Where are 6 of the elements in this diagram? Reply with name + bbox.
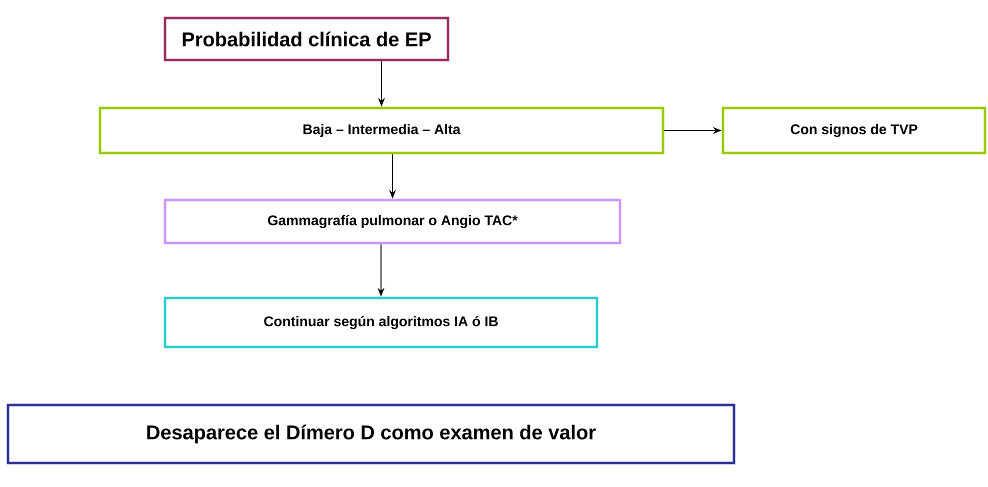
process-box: Desaparece el Dímero D como examen de valor (6, 404, 736, 464)
process-box: Probabilidad clínica de EP (164, 16, 450, 62)
process-box: Continuar según algoritmos IA ó IB (164, 296, 598, 348)
process-box: Baja – Intermedia – Alta (98, 106, 664, 154)
process-box: Con signos de TVP (722, 106, 986, 154)
process-box: Gammagrafía pulmonar o Angio TAC* (164, 198, 622, 244)
